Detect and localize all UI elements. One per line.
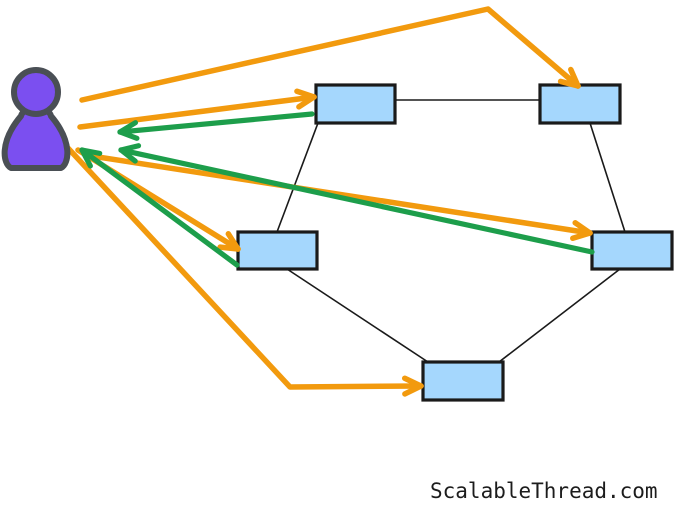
client-actor xyxy=(1,67,71,171)
request-to-node-mid-right-line xyxy=(82,152,593,236)
node-bottom[interactable] xyxy=(421,360,505,402)
request-to-node-bottom-line xyxy=(64,144,424,390)
actor-body xyxy=(1,105,71,171)
edge-bottom-midright xyxy=(498,268,621,363)
nodes-group xyxy=(236,83,674,402)
edge-midleft-bottom xyxy=(286,268,429,363)
watermark-scalablethread: ScalableThread.com xyxy=(430,479,658,503)
ring-edges-group xyxy=(276,99,626,363)
response-from-node-mid-right-head-1 xyxy=(118,147,138,164)
edge-topright-midright xyxy=(589,122,626,233)
request-to-node-top-right-line xyxy=(79,6,581,103)
response-arrows-group xyxy=(79,111,595,268)
request-arrows-group xyxy=(64,6,593,397)
request-to-node-top-right-head-1 xyxy=(568,66,581,89)
request-to-node-top-left-head-1 xyxy=(294,88,317,100)
node-top-left[interactable] xyxy=(314,83,397,125)
actor-head xyxy=(11,67,61,117)
response-from-node-top-left-head-1 xyxy=(117,129,140,141)
response-from-node-mid-right-line xyxy=(118,147,595,255)
response-from-node-top-left-line xyxy=(117,111,315,135)
request-to-node-mid-left-head-1 xyxy=(225,231,241,252)
node-mid-right[interactable] xyxy=(590,230,674,271)
node-mid-left[interactable] xyxy=(236,230,319,271)
request-to-node-mid-right-head-1 xyxy=(572,220,593,236)
request-to-node-top-left-line xyxy=(77,94,317,130)
node-top-right[interactable] xyxy=(538,83,622,125)
response-from-node-mid-left-line xyxy=(79,147,240,268)
request-to-node-bottom-head-1 xyxy=(401,375,424,389)
response-from-node-mid-left-head-1 xyxy=(79,147,93,169)
edge-topleft-midleft xyxy=(276,122,319,233)
